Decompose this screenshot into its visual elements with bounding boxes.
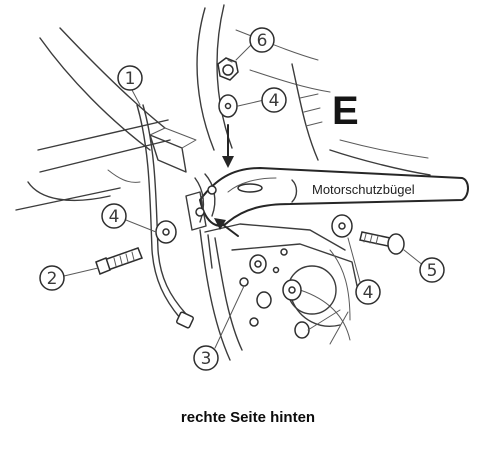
frame-sketch	[15, 4, 431, 361]
svg-text:2: 2	[47, 269, 58, 289]
arrows	[214, 124, 239, 237]
caption: rechte Seite hinten	[181, 409, 315, 426]
washer-4-left	[155, 220, 177, 244]
svg-text:6: 6	[257, 31, 268, 51]
washer-4-upper	[218, 94, 238, 118]
bolt-2	[95, 247, 143, 275]
svg-text:1: 1	[125, 69, 136, 89]
washer-4-right	[331, 214, 353, 238]
svg-text:3: 3	[201, 349, 212, 369]
svg-text:4: 4	[363, 283, 374, 303]
hex-nut-6	[217, 57, 239, 81]
callout-1: 1	[117, 65, 143, 91]
callout-4-right: 4	[355, 279, 381, 305]
callout-4-upper: 4	[261, 87, 287, 113]
callout-4-left: 4	[101, 203, 127, 229]
svg-text:5: 5	[427, 261, 438, 281]
bar-label: Motorschutzbügel	[312, 182, 415, 197]
bolt-5	[359, 231, 405, 255]
svg-text:4: 4	[109, 207, 120, 227]
callout-5: 5	[419, 257, 445, 283]
svg-text:4: 4	[269, 91, 280, 111]
callout-3: 3	[193, 345, 219, 371]
engine-guard-bar: Motorschutzbügel	[185, 167, 469, 231]
section-letter: E	[332, 89, 359, 133]
callout-2: 2	[39, 265, 65, 291]
leader-lines	[63, 43, 425, 349]
callout-6: 6	[249, 27, 275, 53]
mount-bolts	[239, 248, 310, 339]
